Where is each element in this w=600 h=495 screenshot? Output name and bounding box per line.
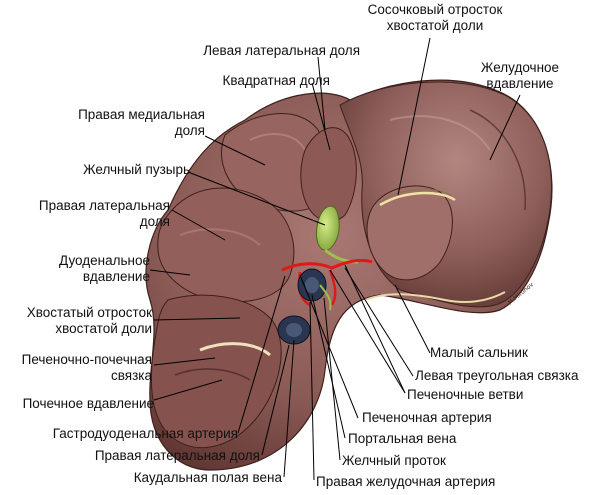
label-hepatorenal-ligament: Печеночно-почечная связка bbox=[21, 352, 152, 383]
label-right-gastric-artery: Правая желудочная артерия bbox=[316, 474, 496, 489]
right-lateral-lobe bbox=[157, 187, 295, 303]
label-caudate-process: Хвостатый отросток хвостатой доли bbox=[26, 305, 152, 336]
label-renal-impression: Почечное вдавление bbox=[22, 396, 154, 411]
papillary-process bbox=[366, 185, 456, 281]
label-gastroduodenal-artery: Гастродуоденальная артерия bbox=[52, 426, 238, 441]
quadrate-lobe bbox=[300, 127, 357, 222]
label-lesser-omentum: Малый сальник bbox=[430, 345, 528, 360]
lesser-omentum-edge bbox=[364, 291, 506, 303]
label-hepatic-artery: Печеночная артерия bbox=[362, 410, 492, 425]
label-portal-vein: Портальная вена bbox=[348, 431, 457, 446]
label-right-lateral-lobe-bottom: Правая латеральная доля bbox=[94, 448, 260, 463]
label-left-lateral-lobe: Левая латеральная доля bbox=[203, 43, 360, 58]
label-duodenal-impression: Дуоденальное вдавление bbox=[59, 253, 150, 284]
label-bile-duct: Желчный проток bbox=[342, 453, 446, 468]
label-right-medial-lobe: Правая медиальная доля bbox=[78, 107, 205, 138]
label-gastric-impression: Желудочное вдавление bbox=[480, 60, 560, 91]
caudate-process bbox=[150, 294, 282, 449]
leader-lines bbox=[149, 37, 521, 481]
label-right-lateral-lobe-top: Правая латеральная доля bbox=[38, 198, 170, 229]
label-hepatic-branches: Печеночные ветви bbox=[407, 387, 524, 402]
label-left-triangular-ligament: Левая треугольная связка bbox=[415, 368, 579, 383]
label-papillary-process: Сосочковый отросток хвостатой доли bbox=[367, 2, 503, 33]
label-caudal-vena-cava: Каудальная полая вена bbox=[133, 470, 282, 485]
porta-hepatis-vessels bbox=[277, 258, 373, 345]
label-quadrate-lobe: Квадратная доля bbox=[222, 73, 330, 88]
label-gallbladder: Желчный пузырь bbox=[83, 162, 190, 177]
